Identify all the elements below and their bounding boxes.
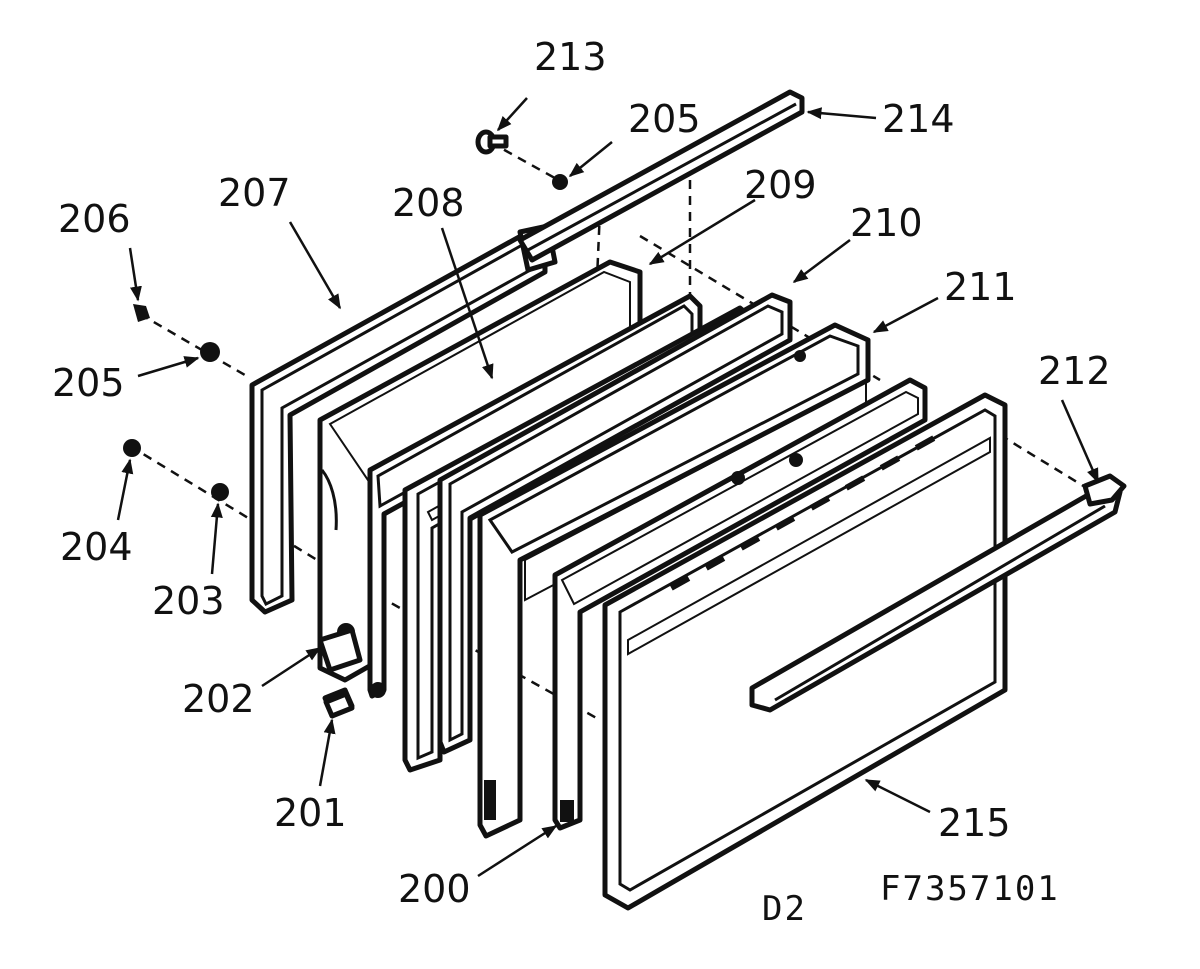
- figure-footer: D2 F7357101: [762, 869, 1060, 929]
- part-203-washer: [211, 483, 229, 501]
- callout-205-left: 205: [52, 361, 125, 405]
- callout-213: 211: [944, 265, 1017, 309]
- part-205-washer-left: [200, 342, 220, 362]
- part-gasket: [367, 293, 703, 699]
- part-205-washer-top: [552, 174, 568, 190]
- view-code: D2: [762, 889, 807, 929]
- callout-labels: 213 205 214 209 210 211 212 207 208 206 …: [52, 35, 1111, 911]
- callout-210: 214: [882, 97, 955, 141]
- callout-211: 209: [744, 163, 817, 207]
- leader-lines: [116, 97, 1100, 878]
- part-210-top-trim: [517, 89, 805, 263]
- callout-212: 210: [850, 201, 923, 245]
- callout-201: 201: [274, 791, 347, 835]
- callout-208: 208: [392, 181, 465, 225]
- part-212-glass-panel: [437, 292, 793, 755]
- figure-number: F7357101: [880, 869, 1060, 909]
- callout-214: 212: [1038, 349, 1111, 393]
- callout-203: 203: [152, 579, 225, 623]
- callout-202: 202: [182, 677, 255, 721]
- callout-209: 213: [534, 35, 607, 79]
- callout-206: 206: [58, 197, 131, 241]
- part-204-screw: [123, 439, 141, 457]
- part-213-door-body: [477, 322, 871, 839]
- part-215-front-panel: [602, 392, 1008, 911]
- callout-204: 204: [60, 525, 133, 569]
- vent-slots: [669, 435, 936, 591]
- callout-215: 215: [938, 801, 1011, 845]
- part-209-screw: [475, 129, 509, 155]
- callout-207: 207: [218, 171, 291, 215]
- part-206-screw: [133, 304, 150, 322]
- hardware: [123, 129, 568, 719]
- part-201-pin: [323, 691, 355, 719]
- part-200-retainer: [552, 377, 928, 831]
- callout-205-top: 205: [628, 97, 701, 141]
- callout-200: 200: [398, 867, 471, 911]
